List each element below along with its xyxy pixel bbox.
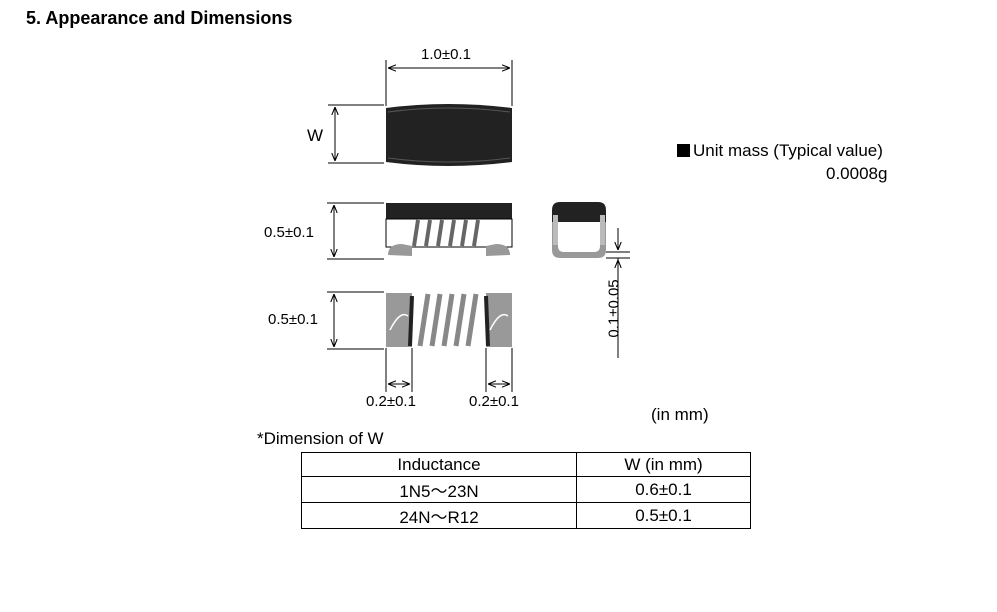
end-view	[552, 202, 606, 258]
section-title: 5. Appearance and Dimensions	[26, 8, 293, 28]
bottom-view	[386, 293, 512, 347]
electrode-left-label: 0.2±0.1	[366, 393, 416, 410]
units-note: (in mm)	[651, 405, 709, 424]
table-row: 24N～R12 0.5±0.1	[301, 502, 751, 529]
w-label: W	[307, 126, 324, 145]
table-header-inductance: Inductance	[301, 452, 577, 477]
side-height-label: 0.5±0.1	[264, 224, 314, 241]
table-header-row: Inductance W (in mm)	[301, 452, 751, 477]
w-dimension-note: *Dimension of W	[257, 429, 384, 448]
length-dimension	[385, 60, 513, 106]
table-cell: 24N～R12	[301, 502, 577, 529]
electrode-dimensions	[385, 348, 513, 392]
table-cell: 0.6±0.1	[576, 476, 751, 503]
table-header-w: W (in mm)	[576, 452, 751, 477]
w-dimension-table: Inductance W (in mm) 1N5～23N 0.6±0.1 24N…	[301, 452, 751, 529]
side-height-dimension	[327, 202, 384, 260]
length-label: 1.0±0.1	[421, 46, 471, 63]
side-view	[385, 203, 513, 256]
table-cell: 1N5～23N	[301, 476, 577, 503]
w-dimension	[328, 104, 384, 164]
gap-label: 0.1±0.05	[605, 279, 623, 338]
bottom-width-label: 0.5±0.1	[268, 311, 318, 328]
unit-mass-label: Unit mass (Typical value)	[693, 141, 883, 160]
table-row: 1N5～23N 0.6±0.1	[301, 476, 751, 503]
unit-mass-value: 0.0008g	[826, 164, 888, 183]
unit-mass-heading: Unit mass (Typical value)	[677, 141, 883, 161]
top-view	[386, 104, 512, 166]
table-cell: 0.5±0.1	[576, 502, 751, 529]
bottom-width-dimension	[327, 291, 384, 350]
gap-dimension	[606, 228, 630, 358]
square-bullet-icon	[677, 144, 690, 157]
electrode-right-label: 0.2±0.1	[469, 393, 519, 410]
